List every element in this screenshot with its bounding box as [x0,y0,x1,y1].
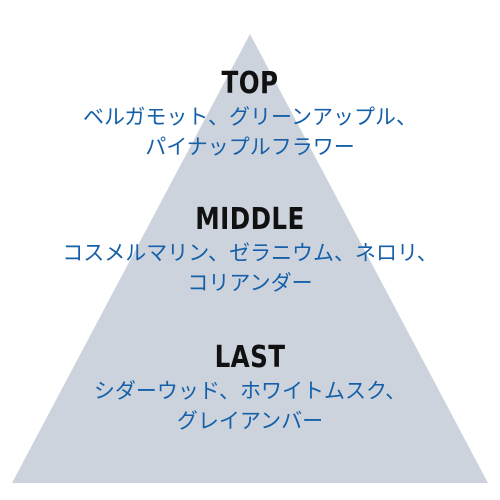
tier-last-notes-line-2: グレイアンバー [176,409,324,433]
tier-middle-title: MIDDLE [195,202,305,237]
tier-middle-notes-line-2: コリアンダー [187,271,313,295]
tier-last-title: LAST [214,340,286,375]
tier-middle: MIDDLE コスメルマリン、ゼラニウム、ネロリ、 コリアンダー [0,202,500,298]
tier-last: LAST シダーウッド、ホワイトムスク、 グレイアンバー [0,340,500,436]
tier-middle-notes-line-1: コスメルマリン、ゼラニウム、ネロリ、 [62,241,438,265]
tier-top-notes-line-2: パイナップルフラワー [145,135,355,159]
tier-last-notes-line-1: シダーウッド、ホワイトムスク、 [93,379,407,403]
tier-top-title: TOP [221,66,279,101]
tier-top-notes-line-1: ベルガモット、グリーンアップル、 [83,105,417,129]
tier-top: TOP ベルガモット、グリーンアップル、 パイナップルフラワー [0,66,500,162]
pyramid-triangle [12,34,488,483]
